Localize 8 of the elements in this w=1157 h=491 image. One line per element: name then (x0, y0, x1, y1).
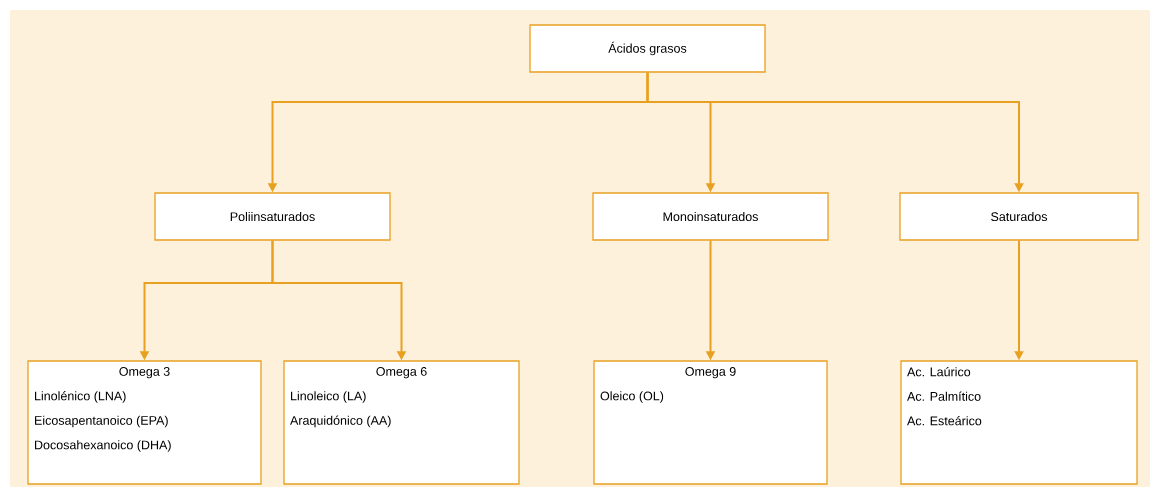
category-box: Saturados (899, 192, 1139, 241)
category-box: Poliinsaturados (154, 192, 391, 241)
category-box: Ácidos grasos (529, 24, 766, 73)
list-box: Omega 9 Oleico (OL) (593, 360, 828, 485)
list-box: Omega 3 Linolénico (LNA) Eicosapentanoico (EPA) Docosahexanoico (DHA) (27, 360, 262, 485)
category-box: Monoinsaturados (592, 192, 829, 241)
list-box: Ac. Laúrico Ac. Palmítico Ac. Esteárico (900, 360, 1138, 485)
list-box: Omega 6 Linoleico (LA) Araquidónico (AA) (283, 360, 520, 485)
